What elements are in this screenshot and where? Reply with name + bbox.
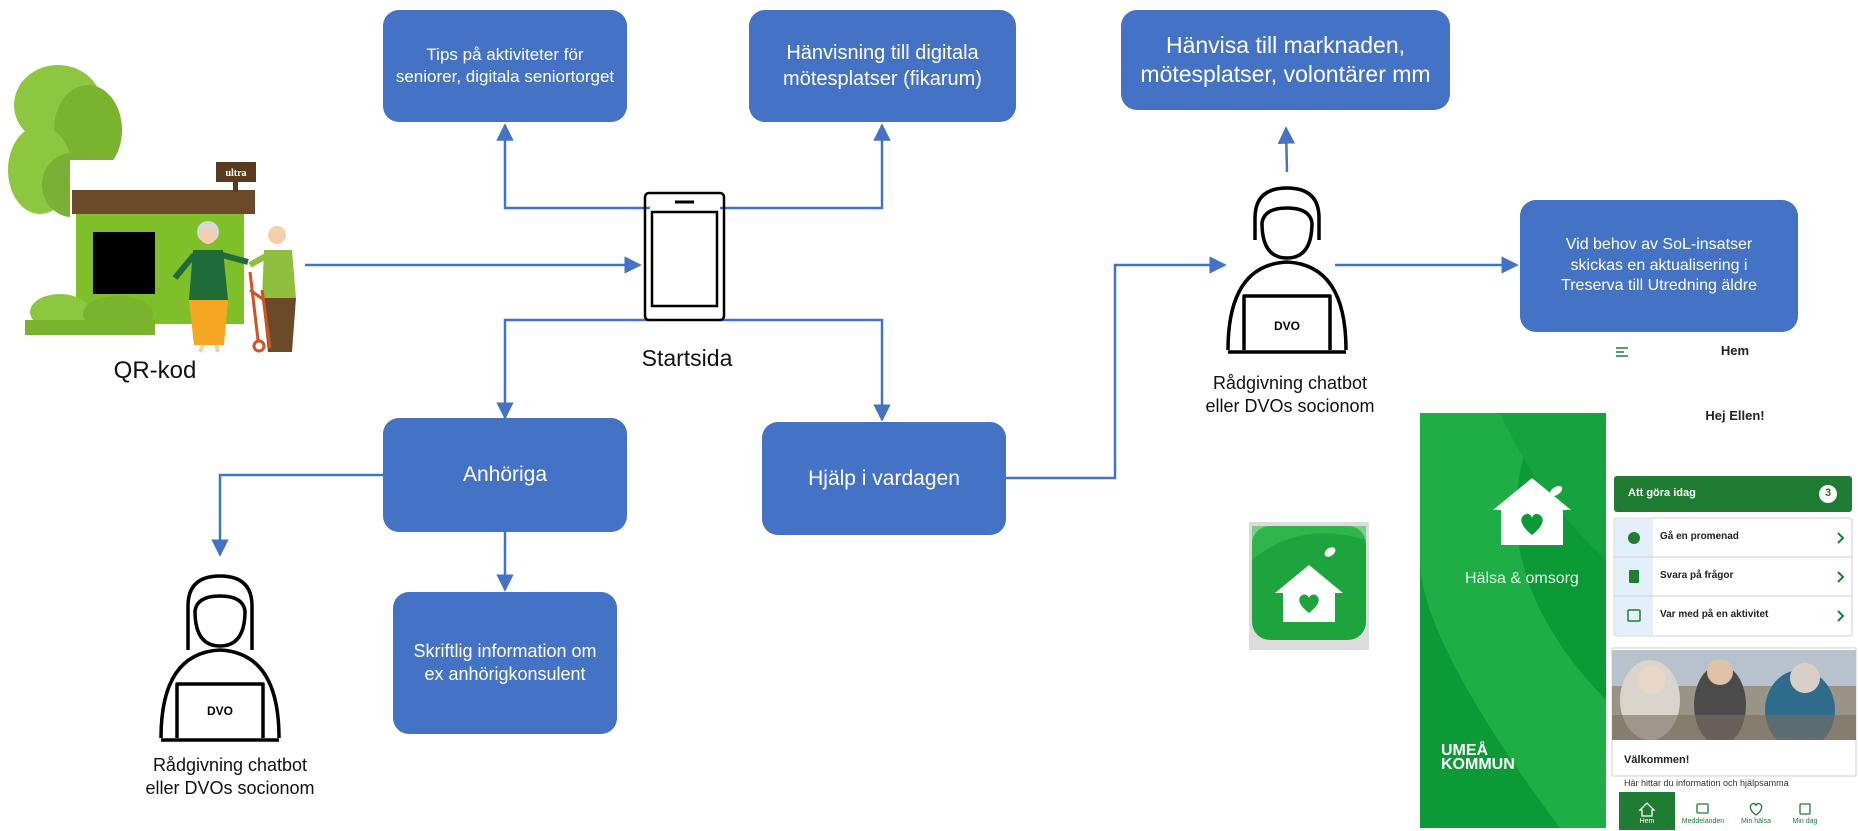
box-market: Hänvisa till marknaden, mötesplatser, vo… [1121,10,1450,110]
task-item-walk[interactable]: Gå en promenad [1660,531,1739,542]
splash-brand-line2: KOMMUN [1441,756,1515,773]
advice-label-left: Rådgivning chatbot eller DVOs socionom [145,755,315,799]
advice-label-right: Rådgivning chatbot eller DVOs socionom [1205,373,1375,417]
welcome-title: Välkommen! [1624,754,1690,766]
qr-label: QR-kod [113,357,197,384]
dvo-label-left: DVO [207,704,233,718]
box-relatives: Anhöriga [383,418,627,532]
arrow-relatives-to-dvo-left [211,473,383,557]
box-sol: Vid behov av SoL-insatser skickas en akt… [1520,200,1798,332]
arrow-phone-to-relatives [496,318,650,420]
nav-messages[interactable]: Meddelanden [1681,818,1725,825]
app-splash-screen [1420,413,1606,828]
box-written-info: Skriftlig information om ex anhörigkonsu… [393,592,617,734]
arrow-phone-to-help [720,318,891,422]
nav-home[interactable]: Hem [1639,818,1655,825]
dvo-person-icon-right [1226,186,1348,354]
task-item-questions[interactable]: Svara på frågor [1660,570,1734,581]
seniors-illustration [172,221,296,353]
app-header-title: Hem [1720,343,1750,358]
todo-count-badge: 3 [1824,487,1832,499]
app-greeting: Hej Ellen! [1705,408,1765,423]
box-tips: Tips på aktiviteter för seniorer, digita… [383,10,627,122]
app-home-screen [1609,340,1858,830]
splash-brand-line1: UMEÅ [1441,742,1489,759]
welcome-text: Här hittar du information och hjälpsamma [1624,778,1789,788]
shop-illustration [8,65,256,335]
start-page-label: Startsida [641,345,733,371]
nav-my-health[interactable]: Min hälsa [1741,818,1771,825]
box-digital-meeting: Hänvisning till digitala mötesplatser (f… [749,10,1016,122]
smartphone-icon [643,191,726,322]
dvo-label-right: DVO [1274,319,1300,333]
arrow-help-to-dvo [1005,256,1227,480]
todo-title: Att göra idag [1628,487,1696,499]
shop-sign-text: ultra [225,168,246,179]
box-help: Hjälp i vardagen [762,422,1006,535]
dvo-person-icon-left [159,574,281,742]
arrow-dvo-to-market [1277,126,1296,173]
app-icon [1249,522,1369,650]
nav-my-day[interactable]: Min dag [1792,818,1818,825]
task-item-activity[interactable]: Var med på en aktivitet [1660,609,1769,620]
splash-app-name: Hälsa & omsorg [1465,570,1579,587]
arrow-phone-to-digital [720,123,891,210]
arrow-phone-to-tips [496,123,650,210]
